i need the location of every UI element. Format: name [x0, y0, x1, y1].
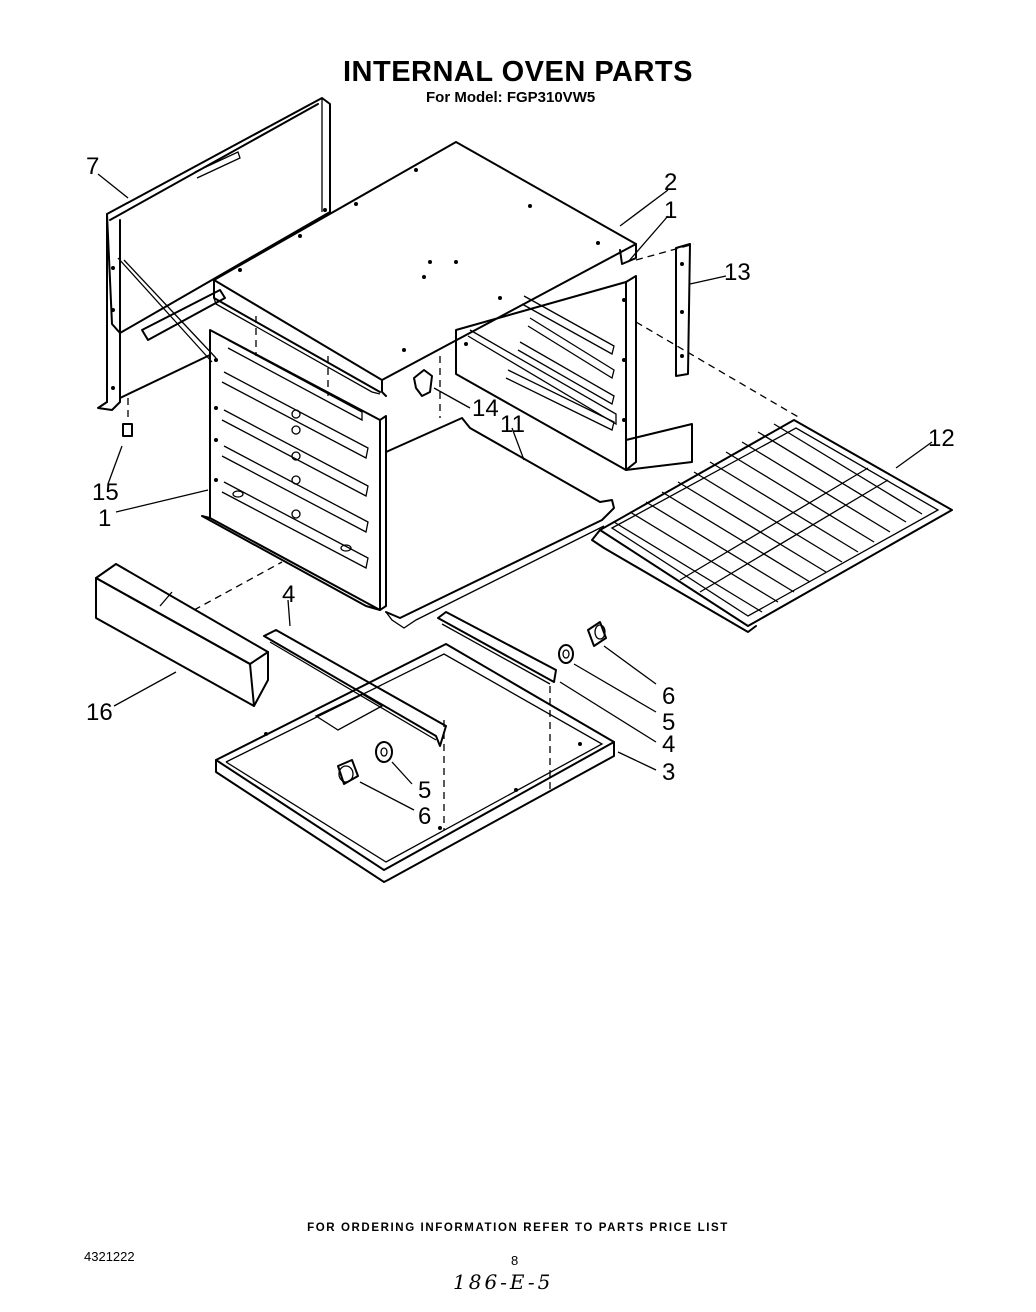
- part-16-front-trim: [95, 561, 283, 707]
- part-12-oven-rack: [591, 419, 953, 633]
- part-4-left-rail: [263, 629, 447, 747]
- callout-1-left: 1: [98, 505, 111, 532]
- document-number: 4321222: [84, 1249, 135, 1264]
- callout-16: 16: [86, 699, 113, 726]
- part-13-trim-strip: [635, 243, 801, 419]
- callout-2: 2: [664, 169, 677, 196]
- page-title: INTERNAL OVEN PARTS: [342, 56, 693, 88]
- part-15-clip: [122, 398, 133, 437]
- part-14-bracket: [413, 369, 433, 397]
- callout-11: 11: [500, 411, 525, 438]
- part-5-bottom-fitting: [375, 741, 393, 763]
- callout-3: 3: [662, 759, 675, 786]
- callout-12: 12: [928, 425, 955, 452]
- part-6-bottom-plug: [337, 759, 359, 785]
- callout-6-bottom: 6: [418, 803, 431, 830]
- leader-lines: [97, 173, 933, 811]
- callout-15: 15: [92, 479, 119, 506]
- handwritten-note: 186-E-5: [453, 1270, 554, 1294]
- callout-5-bottom: 5: [418, 777, 431, 804]
- callout-4-top: 4: [282, 581, 295, 608]
- part-1-left-side-panel: [201, 316, 387, 611]
- callout-7: 7: [86, 153, 99, 180]
- callout-5-right: 5: [662, 709, 675, 736]
- part-3-bottom-pan: [215, 643, 615, 883]
- callout-4-right: 4: [662, 731, 675, 758]
- part-4-right-rail: [437, 611, 557, 685]
- part-6-right-plug: [587, 621, 607, 647]
- part-7-rear-panel: [97, 97, 331, 411]
- ordering-note: FOR ORDERING INFORMATION REFER TO PARTS …: [307, 1222, 729, 1234]
- part-5-right-fitting: [558, 644, 574, 664]
- page-number: 8: [511, 1253, 519, 1268]
- callout-14: 14: [472, 395, 499, 422]
- part-1-right-side-panel: [455, 275, 693, 471]
- callout-1-top: 1: [664, 197, 677, 224]
- callout-6-right: 6: [662, 683, 675, 710]
- part-11-oven-bottom: [385, 356, 615, 629]
- callout-13: 13: [724, 259, 751, 286]
- part-2-top-panel: [213, 141, 637, 397]
- model-subtitle: For Model: FGP310VW5: [426, 89, 596, 106]
